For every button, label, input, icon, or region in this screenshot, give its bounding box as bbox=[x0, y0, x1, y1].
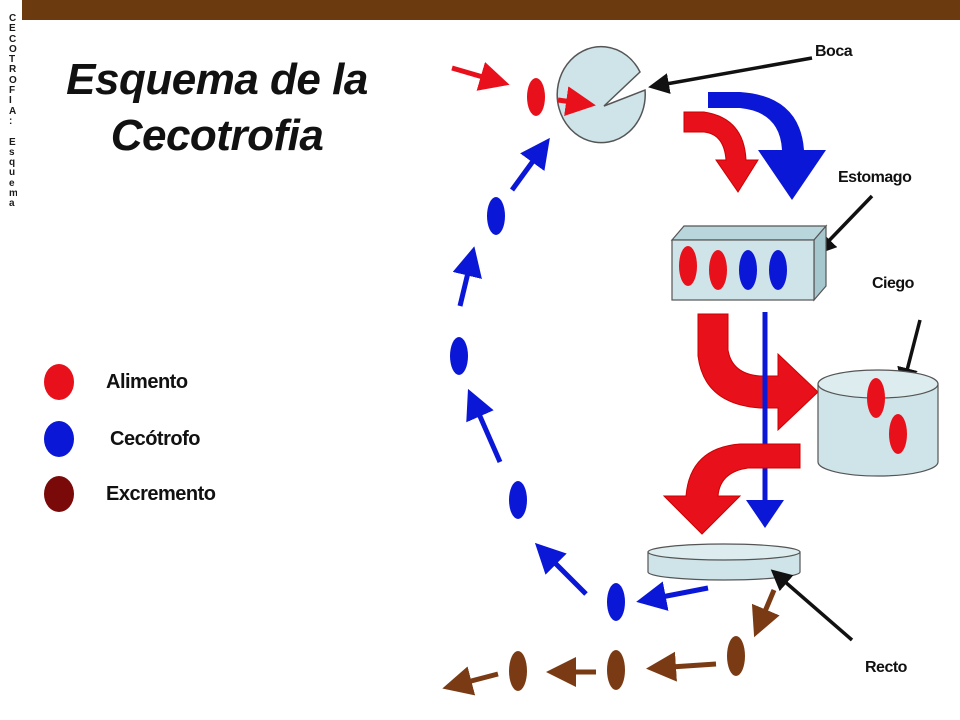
cecotrophe-pellet-1 bbox=[607, 583, 625, 621]
side-text-char: C bbox=[9, 34, 17, 45]
cecotrophe-pellet-3 bbox=[450, 337, 468, 375]
side-text-char: s bbox=[9, 147, 15, 158]
side-text-char: m bbox=[9, 189, 17, 200]
side-text-char: u bbox=[9, 168, 16, 179]
boca-pointer bbox=[648, 56, 813, 94]
legend-dot-alimento bbox=[44, 364, 74, 400]
cecotrophe-pellet-4 bbox=[487, 197, 505, 235]
side-text-char: q bbox=[9, 158, 16, 169]
cecum-cylinder-icon bbox=[817, 369, 939, 477]
side-text-char: I bbox=[9, 96, 12, 107]
legend-dot-cecotrofo bbox=[44, 421, 74, 457]
food-curve-arrow-3 bbox=[662, 443, 801, 535]
legend-dot-excremento bbox=[44, 476, 74, 512]
food-curve-arrow-2 bbox=[697, 313, 819, 432]
cecotrophe-arrow-3 bbox=[466, 388, 503, 464]
page-title: Esquema de la Cecotrofia bbox=[52, 52, 382, 164]
side-text-char: e bbox=[9, 178, 15, 189]
excrement-pellet-2 bbox=[607, 650, 625, 690]
food-pellet-entry bbox=[527, 78, 545, 116]
food-arrow-in-1 bbox=[451, 62, 510, 91]
food-arrow-in-2 bbox=[557, 86, 596, 117]
food-curve-arrow-1 bbox=[683, 111, 759, 193]
title-line-2: Cecotrofia bbox=[110, 111, 324, 160]
side-text-char: O bbox=[9, 75, 17, 86]
stomach-box-icon bbox=[670, 224, 828, 302]
side-text-char: A bbox=[9, 106, 17, 117]
label-ciego: Ciego bbox=[872, 275, 915, 292]
rectum-plate-icon bbox=[647, 543, 801, 581]
cecotrophe-arrow-4 bbox=[452, 246, 482, 307]
legend-item-excremento: Excremento bbox=[44, 476, 216, 512]
title-line-1: Esquema de la bbox=[66, 55, 368, 104]
cecotrophe-arrowhead-down bbox=[746, 500, 784, 528]
side-text-char: a bbox=[9, 199, 15, 210]
side-text-char: E bbox=[9, 24, 16, 35]
excrement-arrow-2 bbox=[646, 651, 717, 682]
legend-label-alimento: Alimento bbox=[106, 370, 188, 393]
cecotrophe-arrow-2 bbox=[534, 542, 588, 596]
cecotrophe-arrow-5 bbox=[509, 137, 550, 192]
side-text-char: E bbox=[9, 137, 16, 148]
side-text-char: T bbox=[9, 55, 16, 66]
cecotrophe-curve-arrow-1 bbox=[708, 92, 826, 200]
label-recto: Recto bbox=[865, 659, 908, 676]
side-text-char: O bbox=[9, 44, 17, 55]
recto-pointer bbox=[770, 569, 854, 642]
label-boca: Boca bbox=[815, 43, 853, 60]
legend-label-excremento: Excremento bbox=[106, 482, 216, 505]
side-text-char: R bbox=[9, 65, 17, 76]
mouth-icon bbox=[556, 45, 646, 144]
legend-item-cecotrofo: Cecótrofo bbox=[44, 421, 200, 457]
excrement-arrow-4 bbox=[442, 666, 499, 696]
header-bar bbox=[22, 0, 960, 20]
legend-label-cecotrofo: Cecótrofo bbox=[110, 427, 200, 450]
side-text-char: C bbox=[9, 14, 17, 24]
cecotrophe-pellet-2 bbox=[509, 481, 527, 519]
cecotrophe-arrow-1 bbox=[636, 581, 709, 611]
estomago-pointer bbox=[815, 194, 874, 256]
side-text-char: : bbox=[9, 116, 13, 127]
side-text-char: F bbox=[9, 86, 16, 97]
excrement-pellet-1 bbox=[727, 636, 745, 676]
excrement-arrow-1 bbox=[751, 589, 780, 638]
label-estomago: Estomago bbox=[838, 169, 912, 186]
excrement-pellet-3 bbox=[509, 651, 527, 691]
legend-item-alimento: Alimento bbox=[44, 364, 188, 400]
